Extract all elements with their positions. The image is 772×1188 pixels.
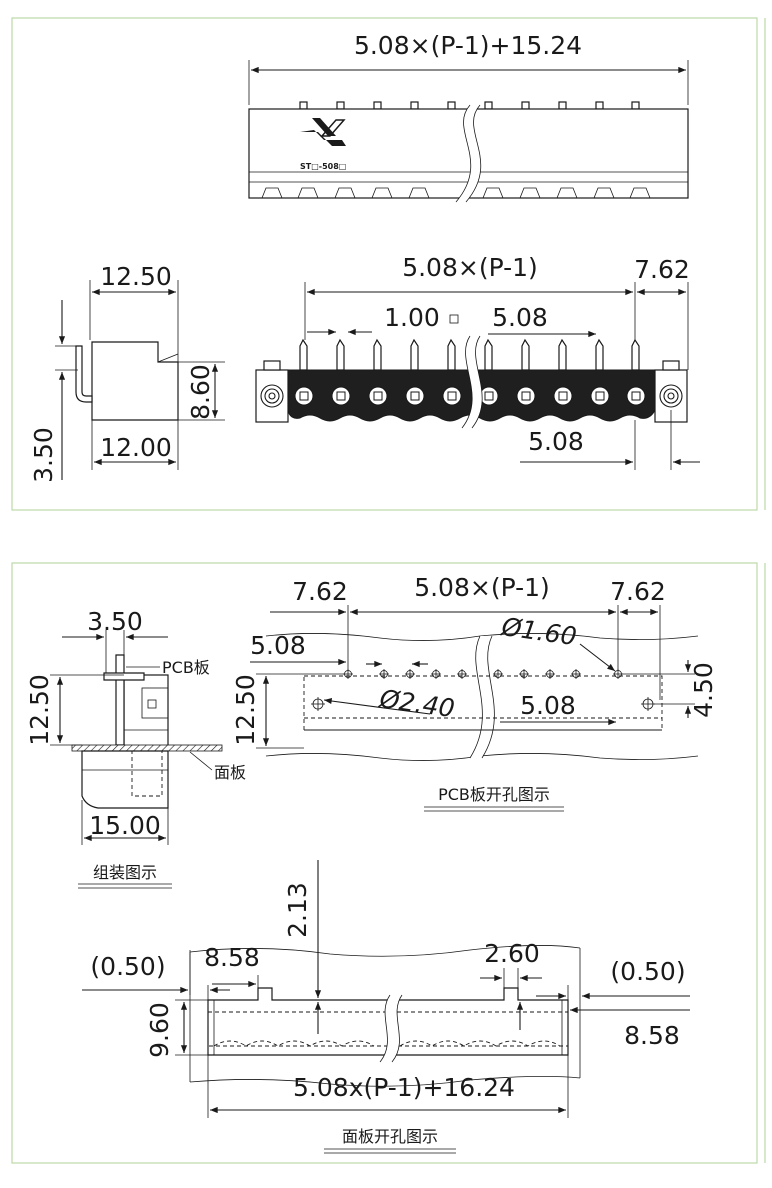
- pin-holes: [343, 669, 623, 679]
- square-symbol-icon: [449, 314, 459, 324]
- front-end-offset-label: 7.62: [634, 255, 690, 284]
- pcb-pitch-label: 5.08: [520, 691, 576, 720]
- pcb-left-offset-label: 7.62: [292, 577, 348, 606]
- pcb-right-offset-label: 7.62: [610, 577, 666, 606]
- panel-right-notch-offset-label: 8.58: [624, 1021, 680, 1050]
- pcb-depth-label: 12.50: [231, 674, 260, 746]
- assembly-connector: [123, 674, 169, 748]
- assembly-pin-offset-label: 3.50: [87, 607, 143, 636]
- panel-length-label: 5.08x(P-1)+16.24: [293, 1073, 515, 1102]
- pcb-hole-depth-label: 4.50: [689, 662, 718, 718]
- panel-height-label: 9.60: [145, 1002, 174, 1058]
- overall-length-label: 5.08×(P-1)+15.24: [354, 31, 582, 60]
- front-span-label: 5.08×(P-1): [402, 253, 538, 282]
- panel-cutout-view: 2.13 (0.50) 8.58 2.60 (0.50) 8.58 9.60 5…: [82, 860, 690, 1154]
- assembly-caption: 组装图示: [93, 863, 157, 882]
- pcb-pin-hole-label: Ø1.60: [499, 612, 579, 651]
- side-depth-bottom-label: 12.00: [100, 433, 172, 462]
- top-panel-frame: [11, 17, 758, 511]
- bottom-slots: [261, 187, 651, 199]
- panel-caption: 面板开孔图示: [342, 1127, 438, 1146]
- side-body: [91, 341, 179, 421]
- panel-notch-depth-label: 2.13: [283, 882, 312, 938]
- side-height-label: 8.60: [186, 364, 215, 420]
- pcb-layout-view: 7.62 5.08×(P-1) 7.62 5.08 Ø1.60 Ø2.40 5.…: [231, 573, 718, 812]
- pcb-caption: PCB板开孔图示: [438, 785, 550, 804]
- terminal-openings: [294, 386, 646, 406]
- assembly-height-label: 12.50: [25, 674, 54, 746]
- pcb-span-label: 5.08×(P-1): [414, 573, 550, 602]
- front-pitch-label: 5.08: [492, 303, 548, 332]
- model-label: ST□-508□: [300, 162, 346, 171]
- bottom-panel-frame: [11, 562, 758, 1164]
- front-pins: [299, 338, 640, 371]
- side-pin-offset-label: 3.50: [29, 427, 58, 483]
- pcb-label: PCB板: [162, 658, 210, 677]
- pcb-left-pitch-label: 5.08: [250, 631, 306, 660]
- side-pin: [75, 345, 93, 403]
- front-view: 5.08×(P-1) 7.62 1.00 5.08: [255, 253, 700, 470]
- front-pin-size-label: 1.00: [384, 303, 440, 332]
- brand-logo-icon: [300, 118, 346, 146]
- assembly-housing: [81, 750, 169, 809]
- front-flange-pitch-label: 5.08: [528, 427, 584, 456]
- side-depth-top-label: 12.50: [100, 262, 172, 291]
- top-view: 5.08×(P-1)+15.24: [248, 31, 689, 203]
- panel-right-clearance-label: (0.50): [610, 957, 685, 986]
- assembly-view: 3.50 12.50 PCB板 面板 15.00 组装图示: [25, 607, 246, 889]
- panel-left-notch-offset-label: 8.58: [204, 943, 260, 972]
- side-view: 12.50 8.60 3.50 12.00: [29, 262, 225, 483]
- panel-notch-width-label: 2.60: [484, 939, 540, 968]
- panel-plate: [71, 744, 223, 752]
- panel-label: 面板: [214, 763, 246, 782]
- assembly-width-label: 15.00: [89, 811, 161, 840]
- panel-left-clearance-label: (0.50): [90, 952, 165, 981]
- pcb-mount-hole-label: Ø2.40: [377, 684, 457, 723]
